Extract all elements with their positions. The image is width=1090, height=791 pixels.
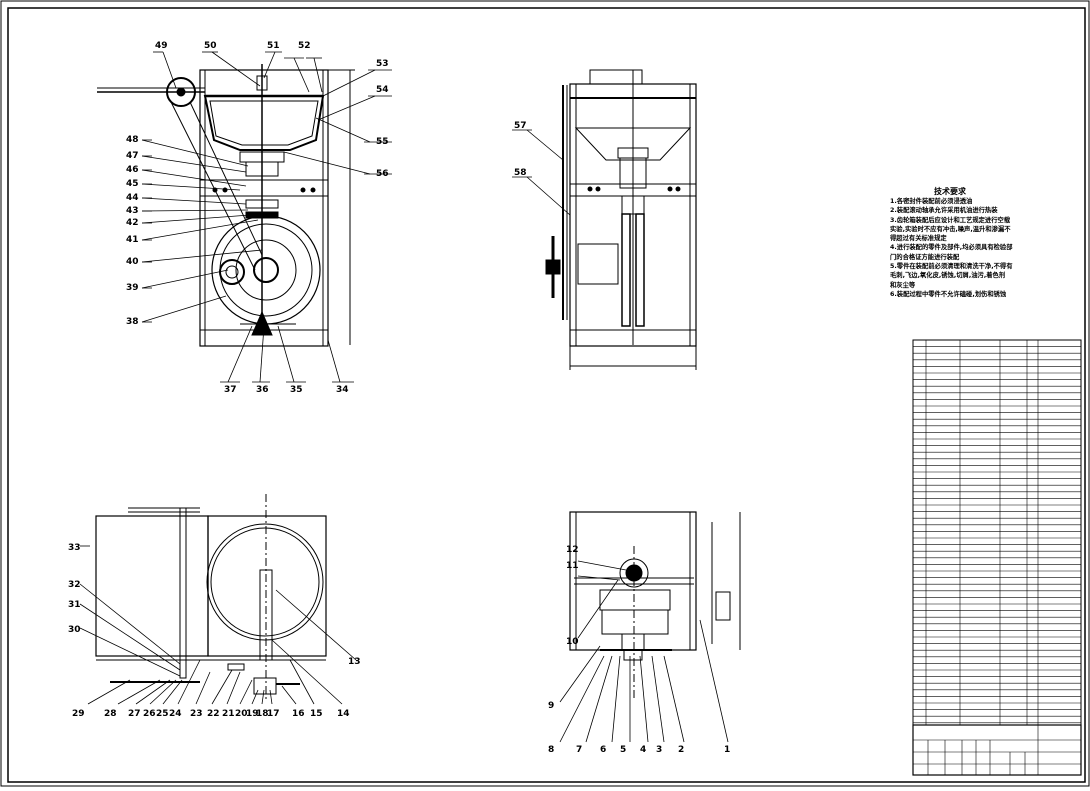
part-number-label: 37 bbox=[224, 385, 237, 395]
part-number-label: 34 bbox=[336, 385, 349, 395]
part-number-label: 45 bbox=[126, 179, 139, 189]
title-block bbox=[912, 724, 1082, 776]
tech-note-line: 门的合格证方能进行装配 bbox=[890, 253, 960, 261]
part-number-label: 4 bbox=[640, 745, 646, 755]
part-number-label: 16 bbox=[292, 709, 305, 719]
part-number-label: 3 bbox=[656, 745, 662, 755]
side-view-leaders bbox=[512, 129, 571, 216]
part-number-label: 22 bbox=[207, 709, 220, 719]
part-number-label: 28 bbox=[104, 709, 117, 719]
tech-note-line: 4.进行装配的零件及部件,均必须具有检验部 bbox=[890, 244, 1013, 252]
part-number-label: 27 bbox=[128, 709, 141, 719]
part-number-label: 19 bbox=[246, 709, 259, 719]
part-number-label: 39 bbox=[126, 283, 139, 293]
parts-list bbox=[912, 339, 1082, 726]
part-number-label: 57 bbox=[514, 121, 527, 131]
part-number-label: 25 bbox=[156, 709, 169, 719]
part-number-label: 7 bbox=[576, 745, 582, 755]
part-number-label: 55 bbox=[376, 137, 389, 147]
part-number-label: 2 bbox=[678, 745, 684, 755]
part-number-label: 9 bbox=[548, 701, 554, 711]
tech-note-line: 1.各密封件装配前必须浸透油 bbox=[890, 198, 973, 205]
part-number-label: 38 bbox=[126, 317, 139, 327]
part-number-label: 53 bbox=[376, 59, 389, 69]
part-number-label: 58 bbox=[514, 168, 527, 178]
part-number-label: 40 bbox=[126, 257, 139, 267]
part-number-label: 43 bbox=[126, 206, 139, 216]
part-number-label: 42 bbox=[126, 218, 139, 228]
tech-note-line: 实验,实验时不应有冲击,噪声,温升和渗漏不 bbox=[890, 225, 1011, 233]
part-number-label: 18 bbox=[256, 709, 269, 719]
sheet-inner-border bbox=[7, 7, 1086, 783]
tech-note-line: 6.装配过程中零件不允许磕碰,划伤和锈蚀 bbox=[890, 290, 1007, 298]
front-view bbox=[97, 64, 355, 347]
part-number-label: 33 bbox=[68, 543, 81, 553]
part-number-label: 35 bbox=[290, 385, 303, 395]
part-number-label: 47 bbox=[126, 151, 139, 161]
tech-note-line: 得超过有关标准规定 bbox=[890, 235, 947, 243]
plan-view-leaders bbox=[79, 545, 357, 705]
tech-notes-title: 技术要求 bbox=[934, 187, 966, 196]
tech-note-line: 和灰尘等 bbox=[890, 281, 916, 289]
tech-note-line: 5.零件在装配前必须清理和清洗干净,不得有 bbox=[890, 263, 1013, 271]
plan-view bbox=[95, 494, 327, 700]
part-number-label: 14 bbox=[337, 709, 350, 719]
part-number-label: 24 bbox=[169, 709, 182, 719]
part-number-label: 10 bbox=[566, 637, 579, 647]
part-number-label: 32 bbox=[68, 580, 81, 590]
tech-note-line: 毛刺,飞边,氧化皮,锈蚀,切屑,油污,着色剂 bbox=[890, 272, 1006, 280]
front-view-leaders bbox=[141, 51, 392, 383]
right-plan-leaders bbox=[559, 560, 729, 743]
part-number-label: 1 bbox=[724, 745, 730, 755]
part-number-label: 48 bbox=[126, 135, 139, 145]
part-number-label: 12 bbox=[566, 545, 579, 555]
part-number-label: 17 bbox=[267, 709, 280, 719]
part-number-label: 46 bbox=[126, 165, 139, 175]
part-number-label: 52 bbox=[298, 41, 311, 51]
part-number-label: 15 bbox=[310, 709, 323, 719]
part-number-label: 21 bbox=[222, 709, 235, 719]
part-number-label: 31 bbox=[68, 600, 81, 610]
part-number-label: 23 bbox=[190, 709, 203, 719]
part-number-label: 44 bbox=[126, 193, 139, 203]
right-plan-view bbox=[569, 511, 741, 700]
tech-note-line: 2.装配滚动轴承允许采用机油进行热装 bbox=[890, 207, 998, 215]
part-number-label: 50 bbox=[204, 41, 217, 51]
part-number-label: 51 bbox=[267, 41, 280, 51]
part-number-label: 13 bbox=[348, 657, 361, 667]
part-number-label: 20 bbox=[235, 709, 248, 719]
part-number-label: 8 bbox=[548, 745, 554, 755]
part-number-label: 49 bbox=[155, 41, 168, 51]
part-number-label: 5 bbox=[620, 745, 626, 755]
part-number-label: 56 bbox=[376, 169, 389, 179]
part-number-label: 6 bbox=[600, 745, 606, 755]
part-number-label: 54 bbox=[376, 85, 389, 95]
tech-note-line: 3.齿轮箱装配后应设计和工艺规定进行空载 bbox=[890, 216, 1011, 224]
part-number-label: 30 bbox=[68, 625, 81, 635]
part-number-label: 11 bbox=[566, 561, 579, 571]
part-number-label: 29 bbox=[72, 709, 85, 719]
part-number-label: 36 bbox=[256, 385, 269, 395]
side-view bbox=[545, 69, 697, 370]
part-number-label: 41 bbox=[126, 235, 139, 245]
part-number-label: 26 bbox=[143, 709, 156, 719]
